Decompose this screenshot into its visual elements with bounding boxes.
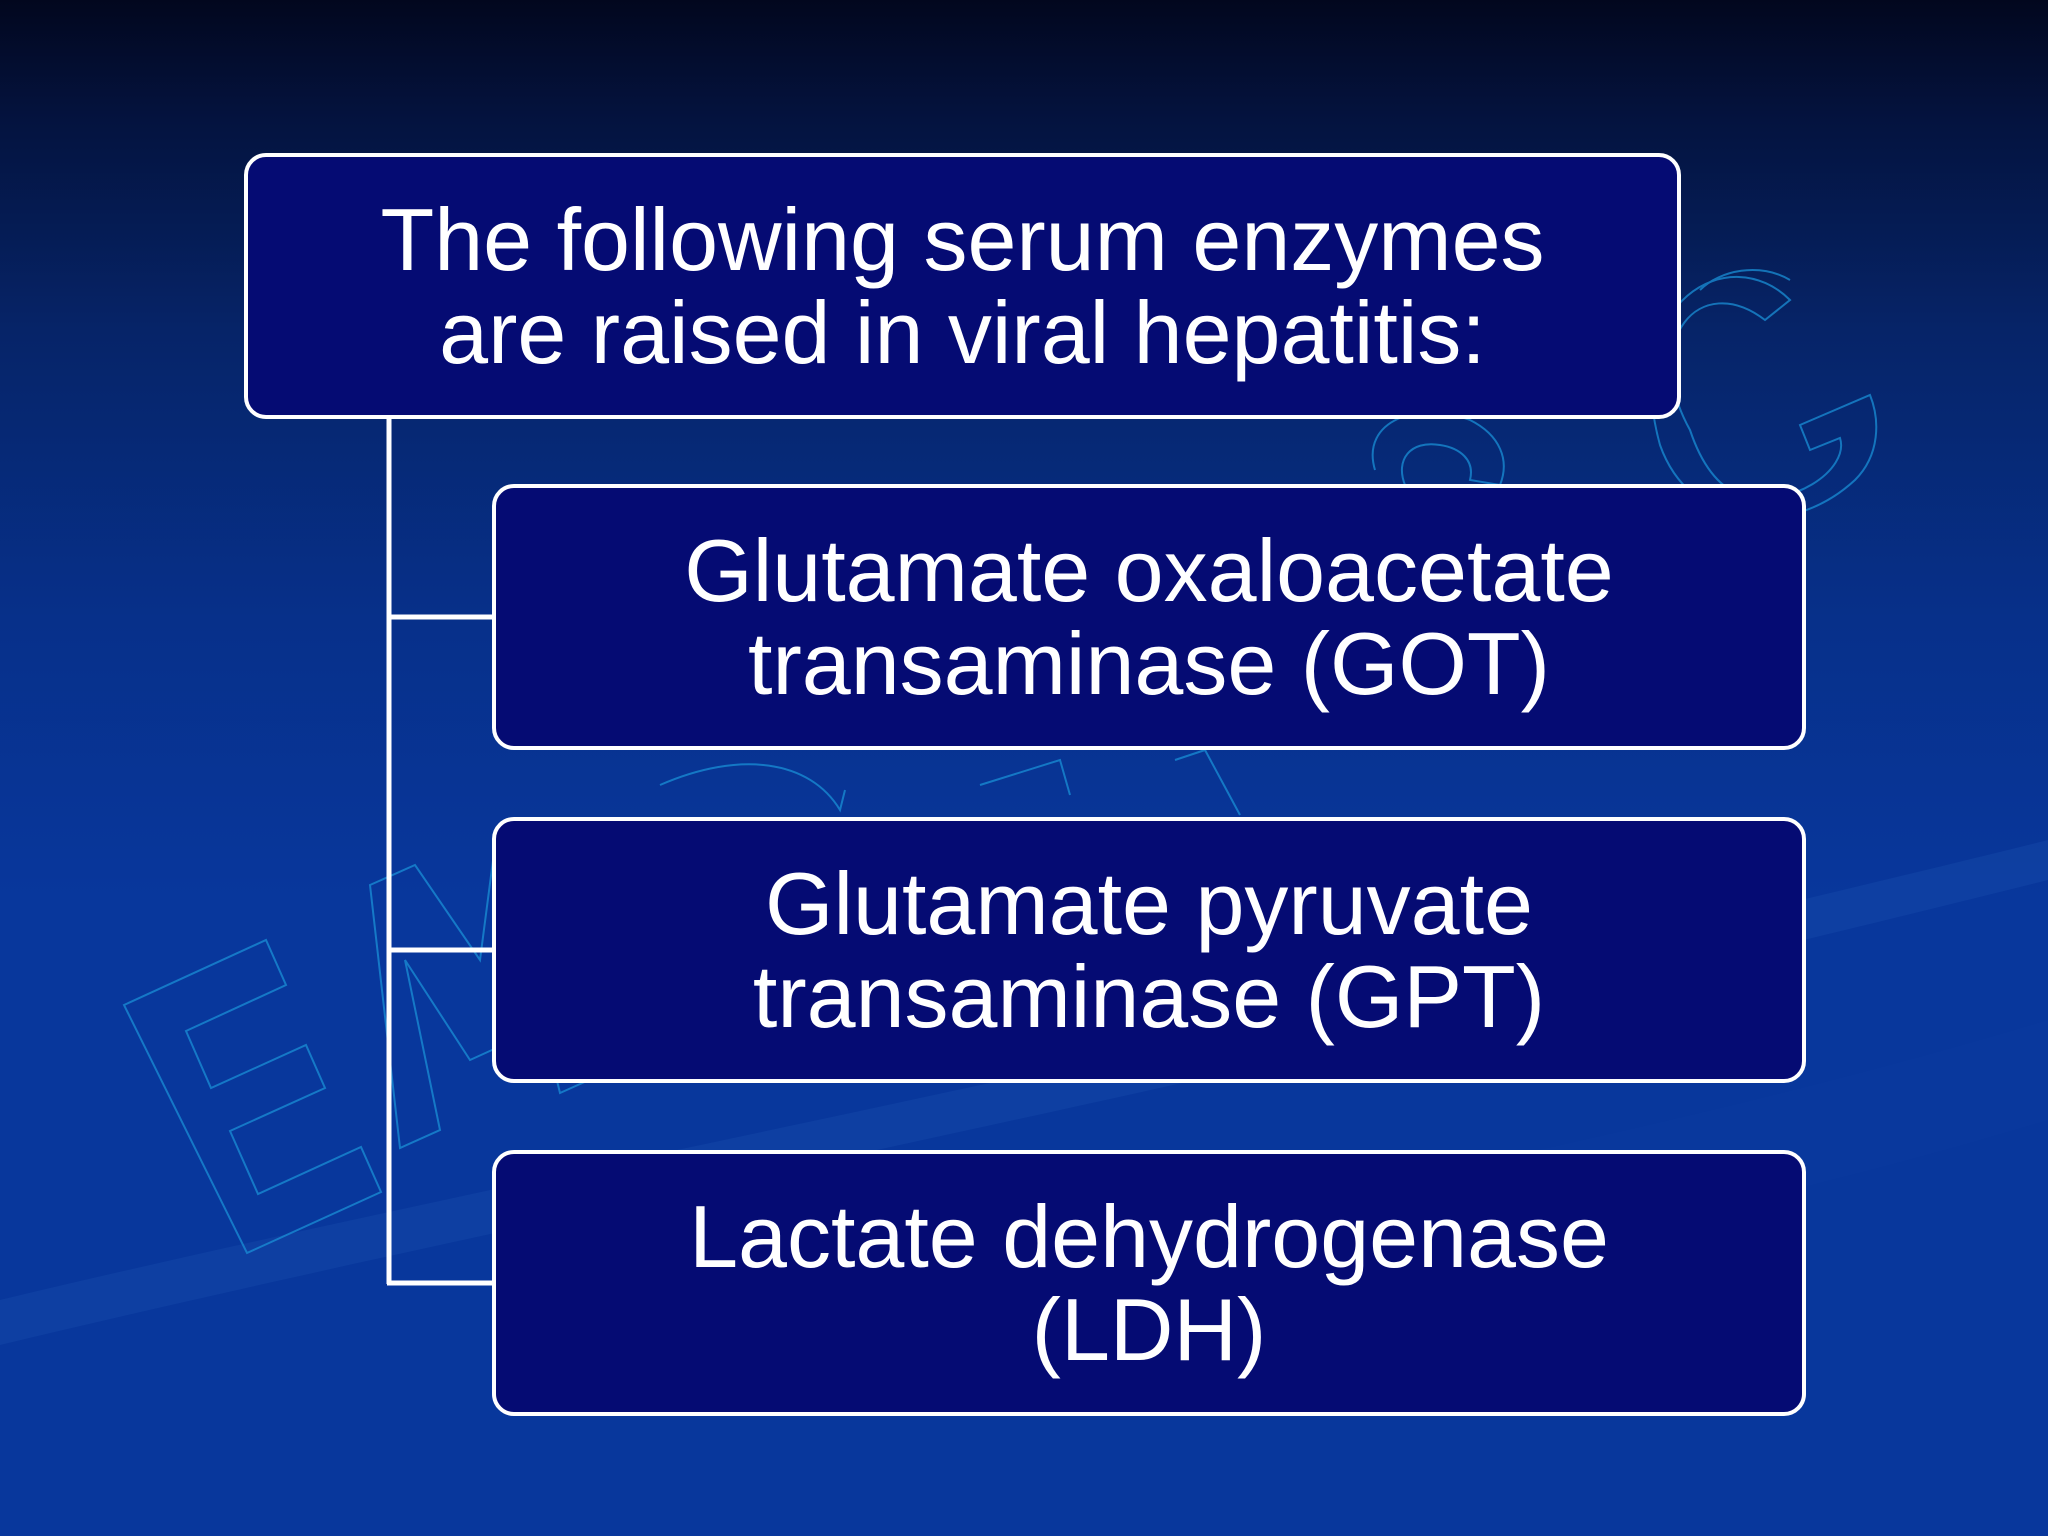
root-node-text: The following serum enzymes are raised i… — [380, 193, 1544, 379]
root-node-line-2: are raised in viral hepatitis: — [439, 283, 1486, 382]
child-node-ldh: Lactate dehydrogenase (LDH) — [492, 1150, 1806, 1416]
watermark-letter-e — [122, 938, 383, 1255]
child-node-ldh-line-1: Lactate dehydrogenase — [689, 1187, 1609, 1286]
child-node-ldh-text: Lactate dehydrogenase (LDH) — [689, 1190, 1609, 1376]
root-node: The following serum enzymes are raised i… — [244, 153, 1681, 419]
root-node-line-1: The following serum enzymes — [380, 190, 1545, 289]
watermark-letter-e2 — [979, 758, 1071, 796]
child-node-gpt-text: Glutamate pyruvate transaminase (GPT) — [753, 857, 1545, 1043]
child-node-got-line-2: transaminase (GOT) — [748, 614, 1550, 713]
watermark-letter-g-top — [1699, 269, 1791, 291]
child-node-gpt: Glutamate pyruvate transaminase (GPT) — [492, 817, 1806, 1083]
child-node-got: Glutamate oxaloacetate transaminase (GOT… — [492, 484, 1806, 750]
child-node-gpt-line-1: Glutamate pyruvate — [765, 854, 1533, 953]
child-node-ldh-line-2: (LDH) — [1031, 1280, 1267, 1379]
child-node-got-line-1: Glutamate oxaloacetate — [684, 521, 1614, 620]
child-node-got-text: Glutamate oxaloacetate transaminase (GOT… — [684, 524, 1613, 710]
watermark-letter-l — [1174, 748, 1241, 816]
watermark-letter-p — [659, 763, 846, 813]
child-node-gpt-line-2: transaminase (GPT) — [752, 947, 1546, 1046]
